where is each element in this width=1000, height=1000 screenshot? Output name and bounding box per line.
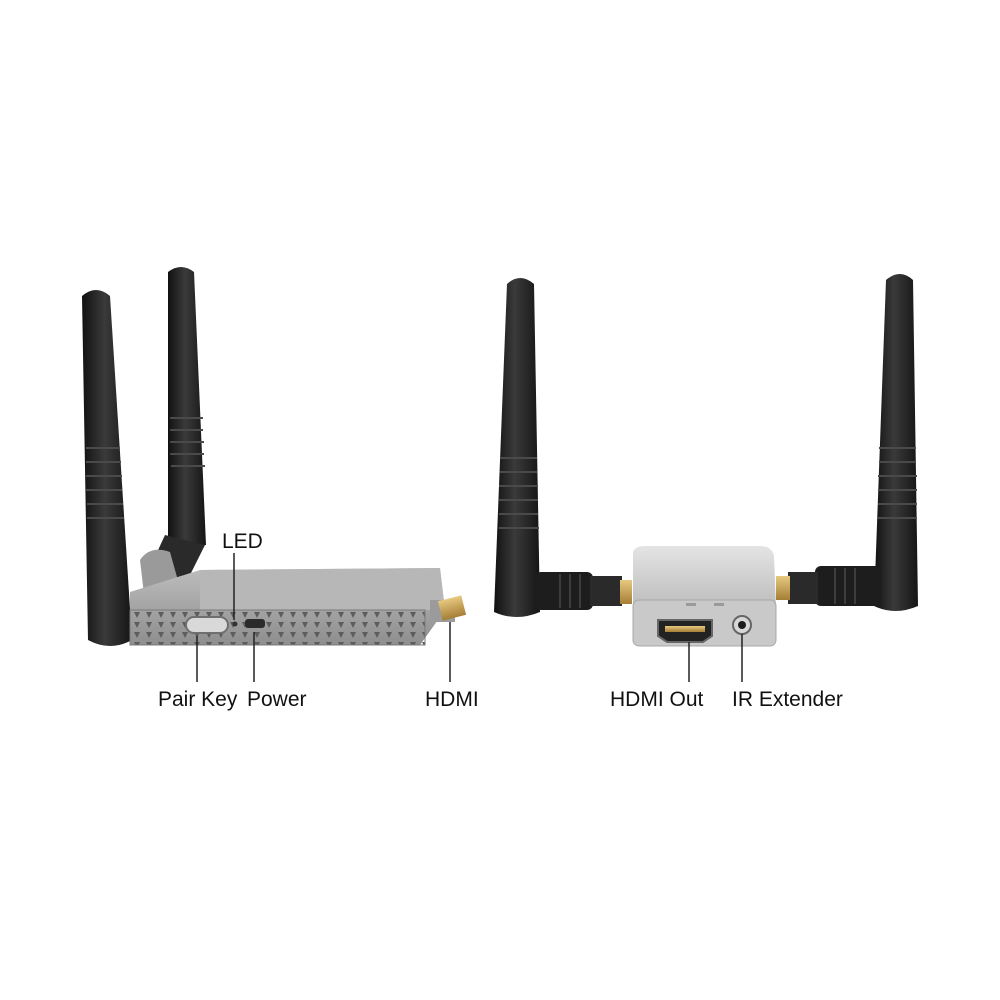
receiver-device xyxy=(494,274,918,682)
hdmi-plug xyxy=(430,595,467,622)
led-label: LED xyxy=(222,530,263,553)
pair-key-label: Pair Key xyxy=(158,688,238,711)
power-label: Power xyxy=(247,688,307,711)
pair-key-button xyxy=(185,616,229,634)
transmitter-device xyxy=(82,267,467,682)
receiver-body xyxy=(632,546,777,647)
antenna-icon xyxy=(776,274,918,611)
ir-extender-label: IR Extender xyxy=(732,688,843,711)
hdmi-out-label: HDMI Out xyxy=(610,688,704,711)
antenna-icon xyxy=(494,278,632,617)
antenna-icon xyxy=(82,290,132,646)
hdmi-label: HDMI xyxy=(425,688,479,711)
led-indicator xyxy=(232,621,238,627)
power-port xyxy=(245,619,265,628)
antenna-icon xyxy=(140,267,206,603)
